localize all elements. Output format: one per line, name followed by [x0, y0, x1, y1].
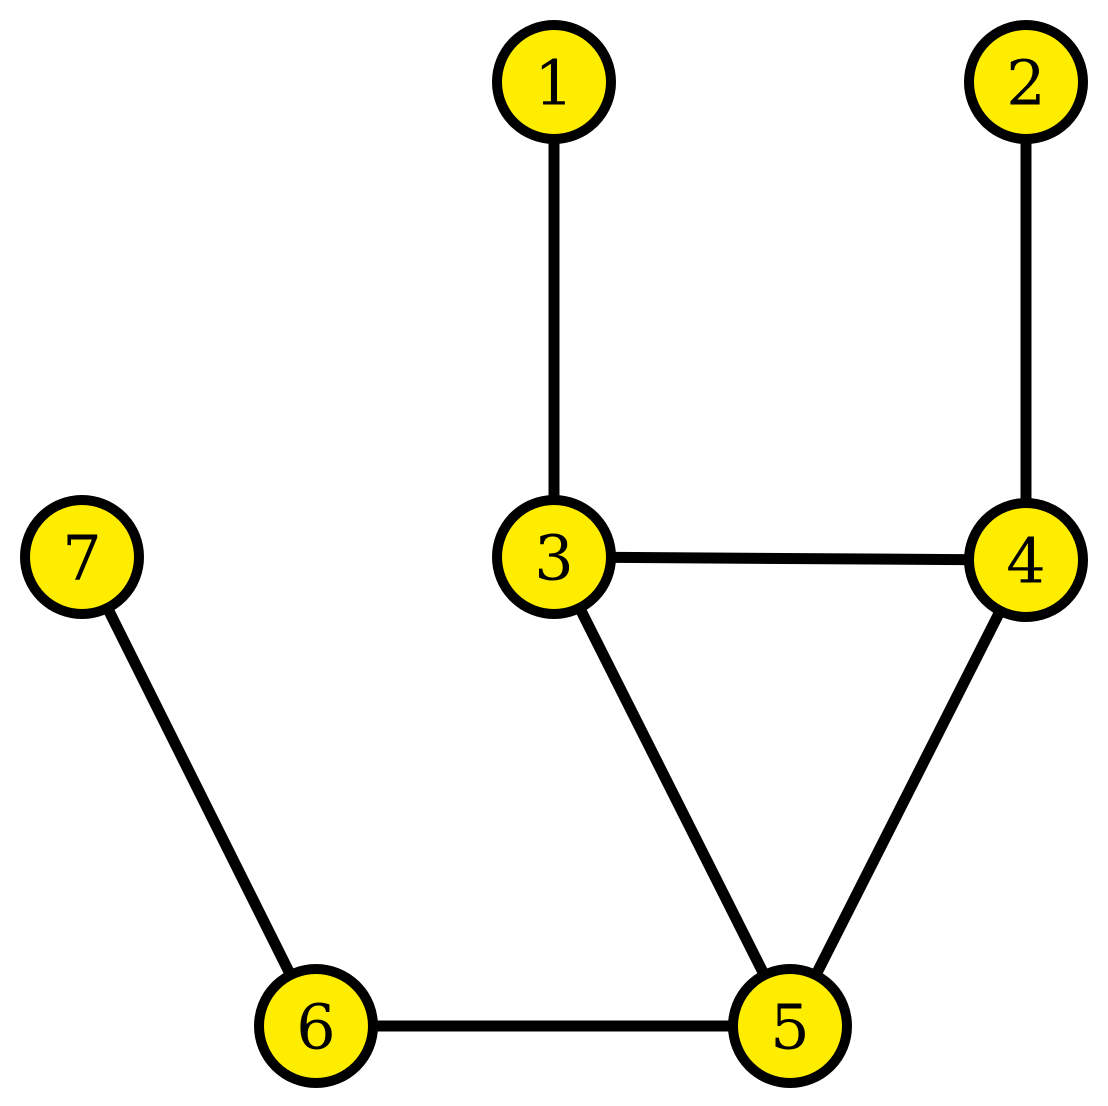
- node-label-2: 2: [1006, 46, 1045, 119]
- edge-3-4: [553, 551, 1027, 566]
- node-circle-7: [20, 495, 144, 619]
- graph-node-1: 1: [492, 20, 616, 144]
- edge-6-7: [77, 554, 321, 1029]
- node-label-6: 6: [296, 990, 335, 1063]
- node-circle-2: [964, 20, 1088, 144]
- node-circle-1: [492, 20, 616, 144]
- node-label-5: 5: [770, 990, 809, 1063]
- node-circle-5: [728, 964, 852, 1088]
- graph-node-3: 3: [492, 495, 616, 619]
- edge-3-5: [549, 554, 795, 1029]
- graph-node-4: 4: [964, 498, 1088, 622]
- graph-node-6: 6: [254, 964, 378, 1088]
- nodes-layer: 1 2 3 4 5 6 7: [20, 20, 1088, 1088]
- graph-node-7: 7: [20, 495, 144, 619]
- edge-4-5: [785, 557, 1031, 1029]
- node-circle-6: [254, 964, 378, 1088]
- node-circle-4: [964, 498, 1088, 622]
- node-label-3: 3: [534, 521, 573, 594]
- edges-layer: [77, 82, 1032, 1032]
- node-circle-3: [492, 495, 616, 619]
- node-label-7: 7: [62, 521, 101, 594]
- node-label-1: 1: [534, 46, 573, 119]
- node-label-4: 4: [1006, 524, 1045, 597]
- graph-node-5: 5: [728, 964, 852, 1088]
- graph-node-2: 2: [964, 20, 1088, 144]
